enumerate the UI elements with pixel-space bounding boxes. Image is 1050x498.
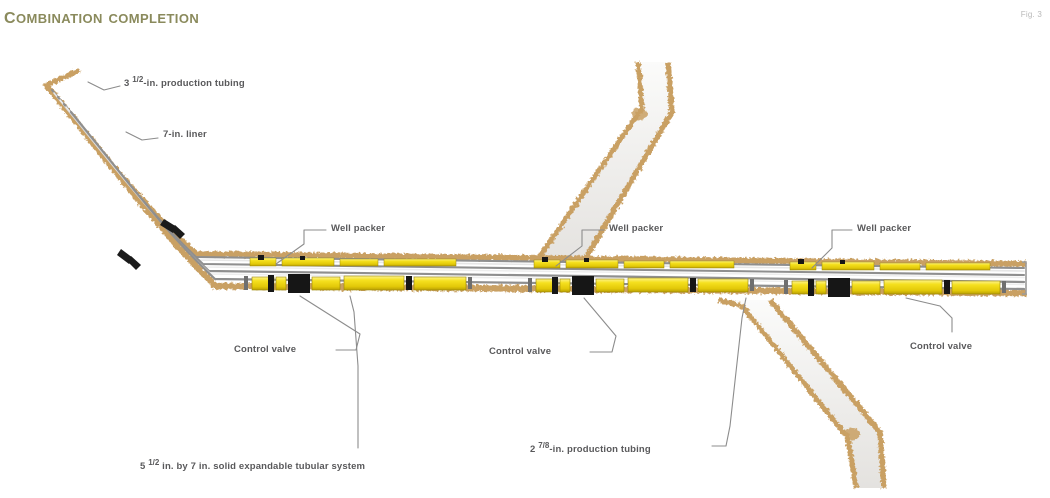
well-packer-element-1 [268,275,274,292]
lower-lateral-branch [717,297,887,491]
label-production-tubing-2seven: 2 7/8-in. production tubing [530,441,651,456]
figure-number: Fig. 3 [1020,10,1042,19]
leader-control-valve-1 [299,295,361,351]
well-packer-element-3 [808,279,814,296]
leader-well-packer-2 [555,229,605,267]
bend-markers [117,219,185,270]
leader-control-valve-2 [583,297,617,353]
completion-assembly-1 [244,255,472,293]
control-valve-body-2 [572,276,594,295]
well-packer-element-2 [552,277,558,294]
fraction-one-half-2: 1/2 [148,458,160,467]
bore-end [1022,261,1027,295]
upper-lateral-branch [476,59,675,270]
control-valve-body-1 [288,274,310,293]
label-well-packer-3: Well packer [857,223,912,234]
wellhead-top [42,67,82,89]
label-control-valve-2: Control valve [489,346,552,357]
leader-production-tubing-2seven [711,297,747,447]
label-control-valve-3: Control valve [910,341,973,352]
leader-control-valve-3 [905,297,953,333]
leader-expandable-tubular [349,295,359,449]
leader-well-packer-3 [811,229,853,269]
formation-edge-lower [75,121,1027,297]
label-well-packer-1: Well packer [331,223,386,234]
completion-assembly-2 [528,257,754,295]
leader-well-packer-1 [275,229,327,265]
leader-production-tubing-3half [87,81,121,91]
leader-lines [87,81,953,449]
tubing-strings [50,88,1026,291]
formation-edge-upper [44,84,1027,267]
label-well-packer-2: Well packer [609,223,664,234]
page-title: Combination completion [4,2,200,28]
label-expandable-tubular: 5 1/2 in. by 7 in. solid expandable tubu… [140,458,366,473]
completion-assembly-3 [784,259,1006,297]
label-control-valve-1: Control valve [234,344,297,355]
fraction-seven-eighths: 7/8 [538,441,550,450]
leader-liner [125,131,159,141]
fraction-one-half: 1/2 [132,75,144,84]
control-valve-body-3 [828,278,850,297]
label-liner-7in: 7-in. liner [163,129,207,140]
label-production-tubing-3half: 3 1/2-in. production tubing [124,75,245,90]
